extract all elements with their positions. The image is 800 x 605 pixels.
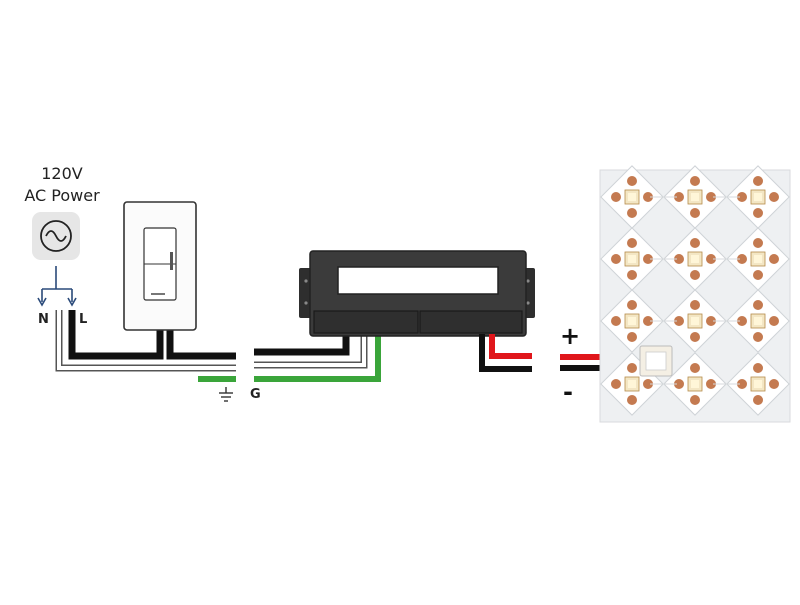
driver-terminal-cover-right — [419, 310, 523, 334]
hot-wire-to-driver — [254, 334, 350, 356]
neutral-pin-label: N — [38, 312, 49, 327]
led-chip — [600, 289, 664, 353]
led-chip — [726, 227, 790, 291]
led-chip — [663, 289, 727, 353]
ac-power-label: AC Power — [24, 186, 100, 205]
arrow-neutral-icon — [37, 297, 47, 307]
ac-sine-icon — [40, 220, 72, 252]
line-pin-label: L — [79, 312, 88, 327]
line-wire-to-dimmer — [68, 310, 164, 360]
led-chip — [726, 289, 790, 353]
led-chip — [663, 165, 727, 229]
ac-power-source — [32, 212, 80, 260]
arrow-line-icon — [67, 297, 77, 307]
led-chip — [600, 227, 664, 291]
voltage-label: 120V — [41, 164, 83, 183]
sine-wave-icon — [45, 230, 67, 242]
led-grid — [600, 165, 790, 416]
split-arrows — [37, 266, 77, 307]
led-chip — [726, 165, 790, 229]
driver-label-window — [337, 266, 499, 295]
ground-symbol-icon — [219, 387, 233, 402]
dimmer-slider — [170, 252, 173, 270]
ground-wire-to-driver — [254, 334, 381, 382]
positive-wire-out — [489, 334, 532, 359]
dimmer-switch — [123, 201, 197, 331]
led-chip — [600, 165, 664, 229]
led-chip — [726, 352, 790, 416]
dimmer-wire-out — [166, 330, 236, 360]
led-panel — [599, 165, 791, 423]
led-driver — [299, 250, 535, 337]
driver-terminal-cover-left — [313, 310, 419, 334]
negative-label: - — [563, 378, 573, 406]
ground-label: G — [250, 387, 261, 402]
led-chip — [663, 227, 727, 291]
led-chip — [663, 352, 727, 416]
power-source-label: 120V AC Power — [14, 163, 110, 207]
positive-label: + — [560, 322, 581, 350]
negative-wire-out — [479, 334, 532, 372]
